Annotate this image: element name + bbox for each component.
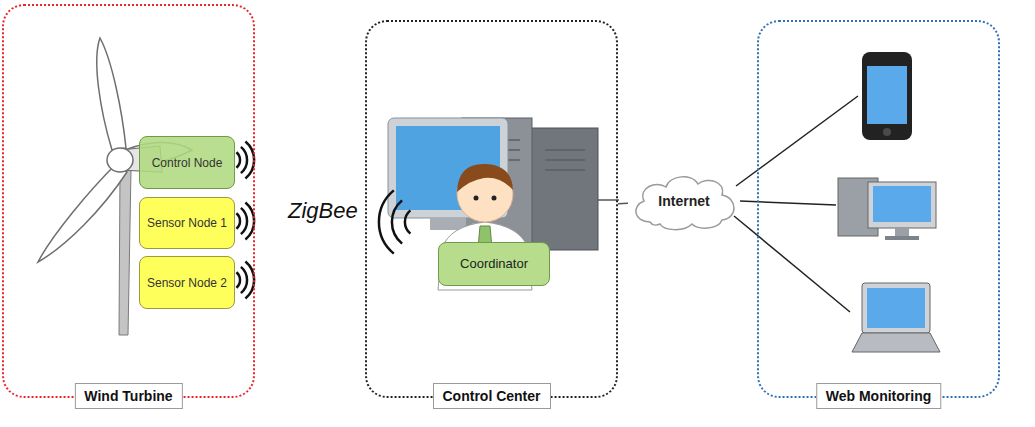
phone (862, 52, 912, 140)
network-cable (618, 203, 628, 205)
turbine-blade (38, 165, 127, 262)
group-title: Wind Turbine (74, 383, 182, 409)
node-text: Control Node (152, 156, 223, 170)
node-text: Coordinator (460, 257, 528, 271)
laptop-screen (867, 288, 925, 328)
internet-cloud: Internet (628, 170, 740, 232)
desktop-base (885, 236, 919, 240)
coordinator-box: Coordinator (438, 242, 550, 286)
operator-eye (492, 196, 497, 201)
sensor-node-box: Sensor Node 2 (139, 256, 235, 309)
desktop-screen (873, 186, 931, 222)
desktop-stand (895, 228, 909, 236)
wireless-signal (379, 190, 410, 253)
desktop-monitor (868, 182, 936, 228)
node-text: Internet (658, 194, 709, 208)
node-text: Sensor Node 2 (147, 276, 227, 290)
node-text: Sensor Node 1 (147, 216, 227, 230)
turbine-tower (119, 170, 131, 335)
wireless-signal (236, 142, 254, 299)
network-cable (598, 199, 619, 201)
server-tower (528, 128, 598, 250)
group-box: Wind TurbineControl NodeSensor Node 1Sen… (2, 4, 255, 398)
control-node-box: Control Node (139, 136, 235, 189)
turbine-blade (97, 38, 126, 150)
operator-hair (457, 164, 513, 192)
group-box: Web Monitoring (757, 20, 1000, 398)
phone-screen (867, 66, 907, 124)
group-box: Control CenterCoordinator (365, 20, 618, 398)
turbine-hub (107, 148, 133, 172)
sensor-node-box: Sensor Node 1 (139, 197, 235, 249)
phone-button (883, 128, 891, 136)
laptop-lid (862, 283, 930, 333)
laptop-base (852, 333, 940, 352)
group-title: Web Monitoring (816, 383, 942, 409)
protocol-label: ZigBee (288, 198, 358, 224)
group-title: Control Center (433, 383, 551, 409)
operator-eye (474, 196, 479, 201)
